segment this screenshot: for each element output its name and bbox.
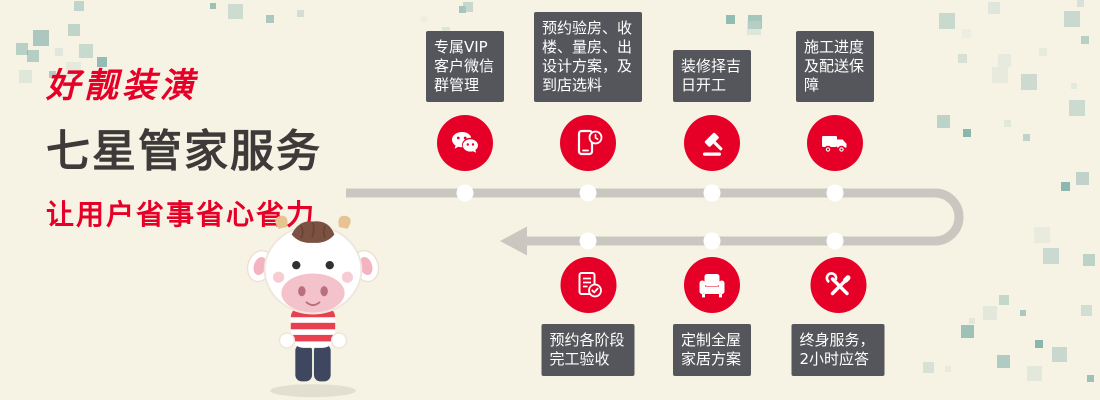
step-icon-circle: [684, 257, 740, 313]
step-auspicious-start: 装修择吉日开工: [673, 0, 751, 171]
step-label: 定制全屋家居方案: [673, 324, 751, 376]
tools-icon: [825, 272, 850, 296]
page-title: 七星管家服务: [46, 126, 322, 177]
step-icon-circle: [684, 115, 740, 171]
step-icon-circle: [437, 115, 493, 171]
step-whole-house-plan: 定制全屋家居方案: [673, 257, 751, 376]
checklist-icon: [578, 272, 602, 298]
step-lifetime-service: 终身服务，2小时应答: [791, 257, 885, 376]
step-icon-circle: [560, 115, 616, 171]
delivery-truck-icon: [822, 136, 847, 154]
step-stage-acceptance: 预约各阶段完工验收: [541, 257, 635, 376]
step-icon-circle: [560, 257, 616, 313]
smartphone-clock-icon: [577, 129, 603, 156]
brand-block: 好靓装潢 七星管家服务 让用户省事省心省力: [46, 58, 322, 233]
wechat-icon: [452, 132, 478, 153]
brand-tagline: 好靓装潢: [46, 66, 198, 106]
step-label: 预约各阶段完工验收: [541, 324, 635, 376]
step-label: 装修择吉日开工: [673, 50, 751, 102]
gavel-icon: [703, 132, 723, 156]
step-construction-delivery: 施工进度及配送保障: [796, 0, 874, 171]
step-label: 专属VIP客户微信群管理: [426, 31, 504, 102]
sofa-icon: [699, 274, 725, 298]
step-label: 预约验房、收楼、量房、出设计方案，及到店选料: [534, 12, 642, 102]
step-label: 施工进度及配送保障: [796, 31, 874, 102]
step-appointment-survey: 预约验房、收楼、量房、出设计方案，及到店选料: [534, 0, 642, 171]
brand-subtitle: 让用户省事省心省力: [46, 198, 317, 231]
step-vip-wechat-group: 专属VIP客户微信群管理: [426, 0, 504, 171]
step-icon-circle: [807, 115, 863, 171]
cow-mascot: [246, 215, 380, 398]
step-label: 终身服务，2小时应答: [791, 324, 885, 376]
step-icon-circle: [810, 257, 866, 313]
